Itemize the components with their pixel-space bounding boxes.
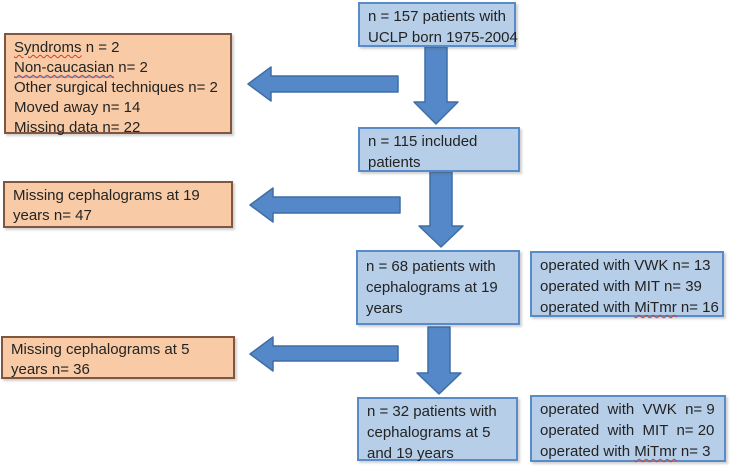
text-line: operated with VWK n= 13 [540,257,711,274]
arrow-down-157-to-115-icon [413,46,459,125]
text-line: n = 115 included [368,133,478,150]
arrow-left-excluded-icon [247,66,399,102]
text-line: Other surgical techniques n= 2 [14,79,218,96]
text-line: operated with MiTmr n= 16 [540,299,719,316]
text-line: operated with MIT n= 39 [540,278,702,295]
text-line: cephalograms at 5 [367,424,491,441]
node-included-patients: n = 115 included patients [358,127,520,172]
text-line: patients [368,154,421,171]
node-patients-cephalograms-5-19: n = 32 patients with cephalograms at 5 and… [357,397,518,462]
text-line: operated with MiTmr n= 3 [540,443,711,460]
text-line: UCLP born 1975-2004 [368,29,518,46]
text-line: Missing cephalograms at 5 [11,341,190,358]
node-missing-cephalograms-5: Missing cephalograms at 5 years n= 36 [1,336,235,379]
node-operation-breakdown-19: operated with VWK n= 13 operated with MIT… [530,251,724,317]
text-line: years [366,300,403,317]
node-missing-cephalograms-19: Missing cephalograms at 19 years n= 47 [3,181,233,228]
text-line: Missing cephalograms at 19 [13,187,200,204]
text-line: Missing data n= 22 [14,119,141,136]
text-line: Moved away n= 14 [14,99,141,116]
text-line: operated with MIT n= 20 [540,422,715,439]
arrow-down-68-to-32-icon [416,326,462,395]
arrow-left-missing5-icon [249,336,399,372]
text-line: years n= 36 [11,361,90,378]
arrow-down-115-to-68-icon [418,171,464,248]
text-line: n = 32 patients with [367,403,497,420]
text-line: years n= 47 [13,207,92,224]
node-operation-breakdown-5-19: operated with VWK n= 9 operated with MIT … [530,395,726,462]
node-patients-cephalograms-19: n = 68 patients with cephalograms at 19 ye… [356,250,520,325]
text-line: n = 68 patients with [366,258,496,275]
arrow-left-missing19-icon [249,187,401,223]
text-line: Non-caucasian n= 2 [14,59,148,78]
text-line: operated with VWK n= 9 [540,401,715,418]
text-line: n = 157 patients with [368,8,507,25]
text-line: and 19 years [367,445,454,462]
text-line: Syndroms n = 2 [14,39,120,56]
text-line: cephalograms at 19 [366,279,498,296]
